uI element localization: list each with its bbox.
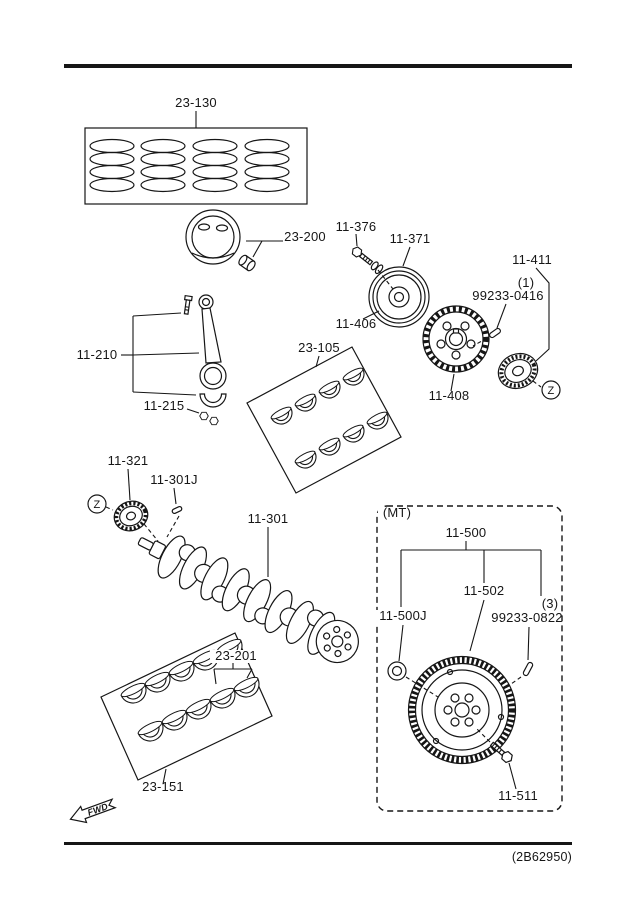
- label-rod-cap-nut: 11-215: [144, 398, 185, 413]
- mt-label-backdrop: [378, 507, 416, 520]
- timing-sprocket: [422, 305, 490, 373]
- drawing-code: (2B62950): [512, 850, 572, 864]
- label-timing-sprocket: 11-408: [429, 388, 470, 403]
- label-thrust-washers: 23-201: [215, 648, 257, 663]
- z-marker-right-label: Z: [548, 385, 555, 397]
- fwd-arrow: FWD: [69, 798, 117, 824]
- pilot-bearing: [387, 661, 407, 681]
- label-ring-gear: 11-502: [464, 583, 505, 598]
- label-key-0416: 99233-0416: [472, 288, 543, 303]
- leader-lines: [121, 111, 550, 790]
- piston: [185, 209, 241, 265]
- label-trigger-plate: 11-411: [512, 252, 552, 267]
- label-piston: 23-200: [284, 229, 326, 244]
- pilot-label-backdrop: [376, 610, 430, 623]
- z-marker-right: Z: [541, 380, 561, 400]
- label-qty-3: (3): [542, 596, 559, 611]
- crankshaft-key: [489, 327, 501, 339]
- assembly-dashed-lines: [105, 269, 542, 743]
- rod-bolt: [183, 294, 193, 315]
- crankshaft-gear: [113, 500, 149, 532]
- label-dowel-0822: 99233-0822: [491, 610, 562, 625]
- label-connecting-rod: 11-210: [77, 347, 118, 362]
- trigger-plate: [497, 352, 539, 390]
- label-qty-1: (1): [518, 275, 535, 290]
- piston-ring-set-box: [84, 127, 308, 205]
- label-crankshaft: 11-301: [248, 511, 289, 526]
- dowel-pin: [522, 661, 534, 677]
- upper-bearing-sheet: [246, 346, 402, 494]
- label-piston-ring-set: 23-130: [175, 95, 217, 110]
- flywheel: [407, 655, 517, 765]
- lower-bearing-sheet: [100, 632, 273, 781]
- thrust-label-backdrop: [210, 650, 262, 663]
- mt-option-box: [376, 505, 563, 812]
- label-lower-main-bearings: 23-151: [142, 779, 184, 794]
- piston-pin: [238, 254, 256, 272]
- label-flywheel-bolt: 11-511: [498, 788, 538, 803]
- pulley-bolt: [349, 244, 384, 275]
- label-mt: (MT): [383, 505, 411, 520]
- woodruff-key: [171, 506, 183, 514]
- crankshaft-pulley: [368, 266, 430, 328]
- rod-nuts: [199, 411, 219, 426]
- label-woodruff-key: 11-301J: [150, 472, 197, 487]
- label-crankshaft-gear: 11-321: [108, 453, 149, 468]
- z-marker-left-label: Z: [94, 499, 101, 511]
- z-marker-left: Z: [87, 494, 107, 514]
- label-pulley-boss: 11-406: [336, 316, 377, 331]
- label-pulley-bolt: 11-376: [336, 219, 377, 234]
- label-crankshaft-pulley: 11-371: [390, 231, 431, 246]
- label-flywheel: 11-500: [446, 525, 487, 540]
- label-pilot-bearing: 11-500J: [379, 608, 426, 623]
- label-upper-main-bearings: 23-105: [298, 340, 340, 355]
- crankshaft: [137, 535, 359, 664]
- bottom-rule: [64, 842, 572, 845]
- rod-bearing-cap: [199, 393, 227, 408]
- top-rule: [64, 64, 572, 68]
- connecting-rod: [198, 294, 227, 390]
- fwd-label: FWD: [86, 801, 110, 818]
- flywheel-bolt: [489, 741, 515, 765]
